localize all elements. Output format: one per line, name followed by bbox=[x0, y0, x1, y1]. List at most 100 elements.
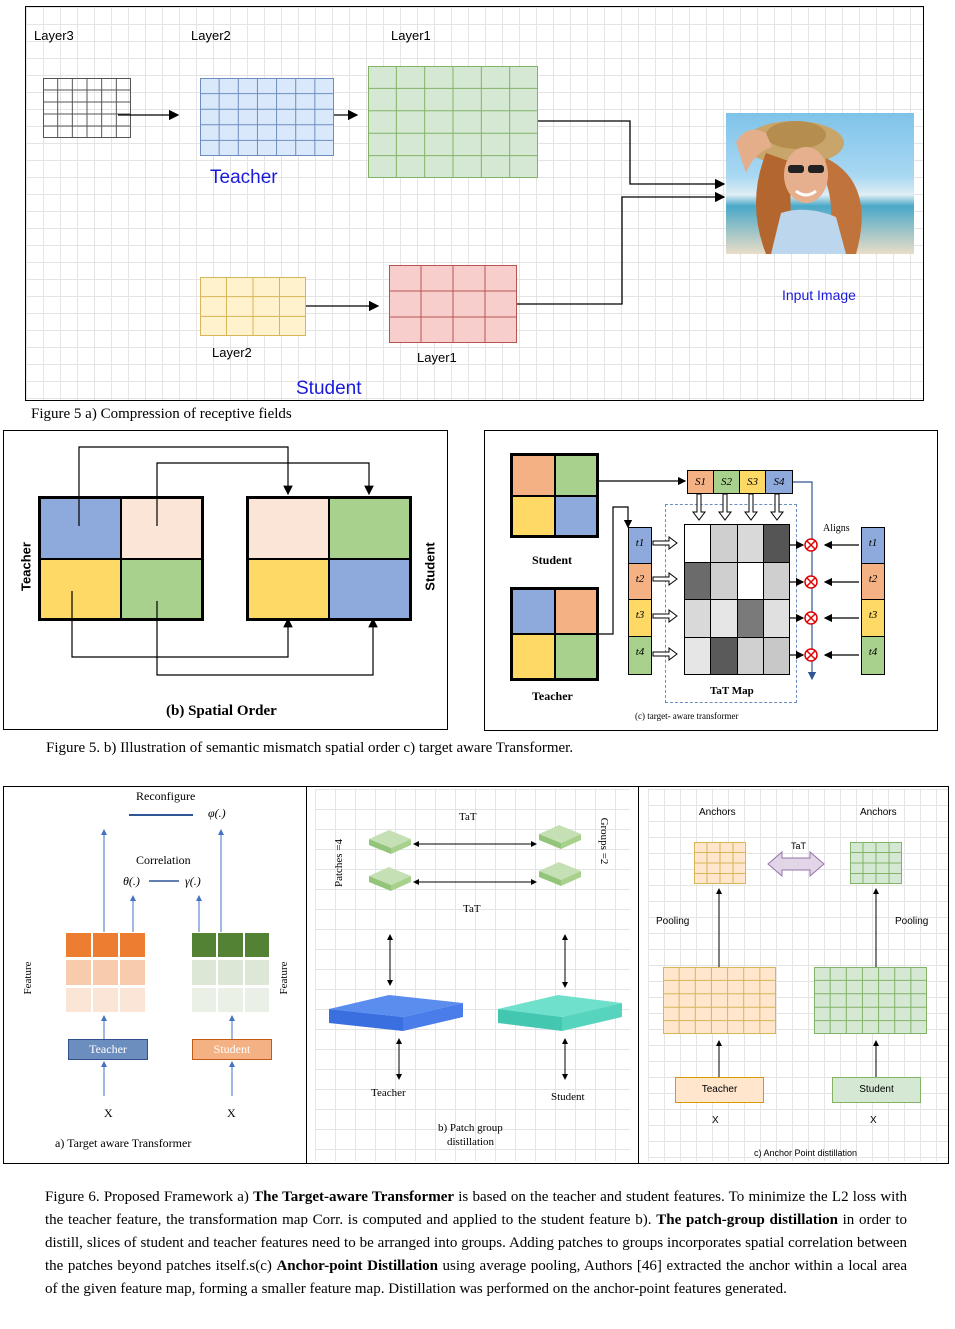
layer3-label: Layer3 bbox=[34, 28, 74, 43]
layer1-student-grid bbox=[389, 265, 517, 343]
fig6-caption: Figure 6. Proposed Framework a) The Targ… bbox=[45, 1186, 907, 1301]
feature-cell bbox=[65, 932, 92, 959]
fig6-caption-t3: in order to distill, slices of student a… bbox=[45, 1212, 908, 1274]
aligns-label: Aligns bbox=[823, 523, 850, 534]
pooling-left-label: Pooling bbox=[656, 916, 690, 927]
x-left-6c: X bbox=[712, 1115, 719, 1126]
student-q-yellow bbox=[512, 496, 555, 536]
fig6-panel bbox=[3, 786, 949, 1164]
input-image bbox=[726, 113, 914, 254]
teacher-feature-stack bbox=[65, 932, 146, 1014]
fig6a-arrows bbox=[101, 814, 235, 1096]
fig6c-arrows bbox=[716, 850, 879, 1077]
fig6a: Reconfigure φ(.) Correlation θ(.) γ(.) F… bbox=[3, 786, 306, 1164]
teacher-cell-yellow bbox=[40, 559, 121, 619]
spatial-order-title: (b) Spatial Order bbox=[166, 703, 277, 719]
t2-left: t2 bbox=[628, 563, 652, 600]
fig6-caption-b2: The patch-group distillation bbox=[656, 1212, 838, 1228]
feature-cell bbox=[191, 932, 218, 959]
student-quadrant-grid bbox=[246, 496, 412, 621]
x-right-6c: X bbox=[870, 1115, 877, 1126]
multiply-icons bbox=[804, 538, 818, 662]
grid-lines bbox=[694, 842, 746, 884]
student-label: Student bbox=[296, 378, 362, 399]
layer1-bottom-label: Layer1 bbox=[417, 350, 457, 365]
teacher-q-peach bbox=[555, 589, 597, 634]
grid-lines bbox=[663, 967, 776, 1034]
fig5a-arrows bbox=[118, 109, 726, 312]
tat-map-dashed-box bbox=[665, 504, 797, 703]
down-hollow-arrows bbox=[692, 493, 784, 521]
feature-grid-right bbox=[814, 967, 927, 1034]
layer1-top-label: Layer1 bbox=[391, 28, 431, 43]
grid-lines bbox=[389, 265, 517, 343]
t4-left: t4 bbox=[628, 636, 652, 675]
grid-lines bbox=[200, 78, 334, 156]
align-rows bbox=[789, 540, 859, 660]
tat-map-cell bbox=[762, 524, 790, 563]
patch-cubes bbox=[369, 825, 581, 891]
fig5-caption: Figure 5. b) Illustration of semantic mi… bbox=[46, 740, 574, 756]
teacher-cell-blue bbox=[40, 498, 121, 559]
right-hollow-arrows bbox=[652, 536, 678, 661]
teacher-quad-label: Teacher bbox=[532, 689, 573, 703]
fig6c: Anchors Anchors TaT Pooling Pooling Teac… bbox=[648, 789, 948, 1161]
feature-cell bbox=[217, 932, 244, 959]
fig6-caption-t1: Figure 6. Proposed Framework a) bbox=[45, 1189, 254, 1205]
teacher-slab bbox=[329, 995, 463, 1031]
student-q-green bbox=[555, 455, 597, 496]
student-q-peach bbox=[512, 455, 555, 496]
x-left: X bbox=[104, 1106, 113, 1120]
t-column-right: t1 t2 t3 t4 bbox=[861, 527, 885, 675]
fig6-caption-b3: Anchor-point Distillation bbox=[276, 1258, 438, 1274]
theta-label: θ(.) bbox=[123, 874, 140, 888]
fig5c-panel: Student Teacher S1 S2 S3 S4 t1 t2 t3 t4 … bbox=[484, 430, 938, 731]
student-slab bbox=[498, 995, 622, 1031]
student-feature-stack bbox=[191, 932, 270, 1014]
grid-lines bbox=[368, 66, 538, 178]
grid-lines bbox=[200, 277, 306, 336]
student-box-6c: Student bbox=[832, 1077, 921, 1103]
tat-map-grid bbox=[684, 524, 790, 675]
feature-cell bbox=[119, 986, 146, 1013]
tat-map-label: TaT Map bbox=[710, 685, 754, 697]
t3-right: t3 bbox=[861, 599, 885, 637]
fig6b: TaT TaT Patches =4 Groups =2 Teacher Stu… bbox=[315, 789, 630, 1161]
teacher-cell-peach bbox=[121, 498, 202, 559]
student-label-6b: Student bbox=[551, 1091, 585, 1103]
layer3-grid bbox=[43, 78, 131, 138]
reconfigure-label: Reconfigure bbox=[136, 789, 196, 803]
fig5c-arrows bbox=[599, 476, 859, 681]
feature-cell bbox=[92, 986, 119, 1013]
anchors-right-label: Anchors bbox=[860, 807, 897, 818]
fig6-caption-t2: is based on the teacher and student feat… bbox=[45, 1189, 908, 1228]
tat-mid-label: TaT bbox=[463, 903, 481, 915]
student-quad bbox=[510, 453, 599, 538]
grid-lines bbox=[43, 78, 131, 138]
feature-cell bbox=[119, 959, 146, 986]
teacher-label: Teacher bbox=[210, 167, 278, 188]
fig5b-panel: Teacher Student (b) Spatial Order bbox=[3, 430, 448, 730]
fig6-divider-2 bbox=[638, 786, 639, 1164]
tat-subcaption: (c) target- aware transformer bbox=[635, 711, 739, 721]
feature-cell bbox=[243, 959, 270, 986]
feature-cell bbox=[191, 959, 218, 986]
fig6a-caption: a) Target aware Transformer bbox=[55, 1136, 192, 1150]
feature-cell bbox=[243, 986, 270, 1013]
grid-lines bbox=[850, 842, 902, 884]
teacher-cell-green bbox=[121, 559, 202, 619]
teacher-box-6c: Teacher bbox=[675, 1077, 764, 1103]
anchor-grid-left bbox=[694, 842, 746, 884]
student-cell-peach bbox=[248, 498, 329, 559]
tat-map-cell bbox=[762, 636, 790, 675]
feature-cell bbox=[92, 932, 119, 959]
gamma-label: γ(.) bbox=[185, 874, 201, 888]
teacher-q-yellow bbox=[512, 634, 555, 679]
tat-label-6c: TaT bbox=[791, 841, 807, 851]
feature-grid-left bbox=[663, 967, 776, 1034]
teacher-q-blue bbox=[512, 589, 555, 634]
t-column-left: t1 t2 t3 t4 bbox=[628, 527, 652, 675]
fig6b-caption-1: b) Patch group bbox=[438, 1122, 503, 1134]
teacher-label-6b: Teacher bbox=[371, 1087, 406, 1099]
fig6-divider-1 bbox=[306, 786, 307, 1164]
